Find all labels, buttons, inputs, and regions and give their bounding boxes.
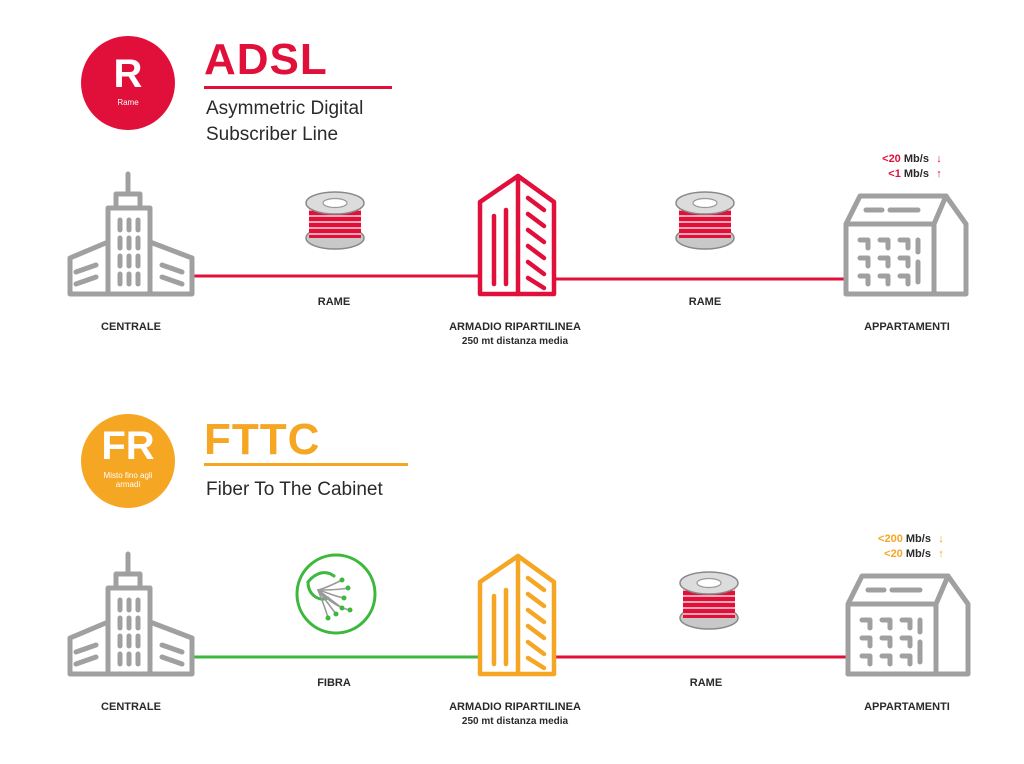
badge-subtitle: Misto fino agli armadi — [103, 471, 153, 489]
cabinet-sublabel: 250 mt distanza media — [461, 716, 569, 727]
link2-label: RAME — [688, 296, 722, 308]
rame-badge: R Rame — [81, 36, 175, 130]
download-value: <20 — [882, 153, 901, 165]
upload-speed: <20 Mb/s ↑ — [832, 547, 948, 562]
copper-spool-icon — [305, 191, 365, 250]
description-line-1: Fiber To The Cabinet — [206, 479, 383, 500]
fttc-description: Fiber To The Cabinet — [206, 477, 383, 503]
adsl-title-rule — [204, 86, 392, 89]
link1-label: RAME — [317, 296, 351, 308]
cabinet-label: ARMADIO RIPARTILINEA — [449, 321, 581, 333]
speed-info: <20 Mb/s ↓ <1 Mb/s ↑ — [840, 152, 946, 182]
apartment-building-icon — [843, 193, 969, 297]
badge-subtitle: Rame — [117, 98, 139, 107]
copper-spool-icon — [679, 571, 739, 630]
upload-unit: Mb/s — [903, 168, 929, 180]
upload-arrow-icon: ↑ — [938, 548, 944, 560]
centrale-label: CENTRALE — [101, 321, 161, 333]
badge-letter: R — [113, 52, 143, 96]
download-speed: <20 Mb/s ↓ — [840, 152, 946, 167]
cabinet-icon — [477, 173, 557, 297]
cabinet-icon — [477, 553, 557, 677]
upload-arrow-icon: ↑ — [936, 168, 942, 180]
centrale-label: CENTRALE — [101, 701, 161, 713]
download-unit: Mb/s — [905, 533, 931, 545]
adsl-description: Asymmetric Digital Subscriber Line — [206, 96, 363, 148]
cabinet-label: ARMADIO RIPARTILINEA — [449, 701, 581, 713]
apartments-label: APPARTAMENTI — [864, 321, 950, 333]
download-speed: <200 Mb/s ↓ — [832, 532, 948, 547]
adsl-title: ADSL — [204, 35, 328, 84]
apartments-label: APPARTAMENTI — [864, 701, 950, 713]
fiber-optic-icon — [295, 553, 377, 635]
upload-unit: Mb/s — [905, 548, 931, 560]
fiber-mixed-badge: FR Misto fino agli armadi — [81, 414, 175, 508]
link2-label: RAME — [689, 677, 723, 689]
badge-letter: FR — [101, 424, 155, 468]
central-office-icon — [67, 171, 195, 297]
description-line-1: Asymmetric Digital — [206, 98, 364, 119]
fttc-title-rule — [204, 463, 408, 466]
upload-value: <1 — [888, 168, 901, 180]
copper-spool-icon — [675, 191, 735, 250]
cabinet-sublabel: 250 mt distanza media — [461, 336, 569, 347]
apartment-building-icon — [845, 573, 971, 677]
speed-info: <200 Mb/s ↓ <20 Mb/s ↑ — [832, 532, 948, 562]
upload-value: <20 — [884, 548, 903, 560]
download-arrow-icon: ↓ — [938, 533, 944, 545]
download-value: <200 — [878, 533, 903, 545]
link1-label: FIBRA — [317, 677, 351, 689]
download-arrow-icon: ↓ — [936, 153, 942, 165]
fttc-title: FTTC — [204, 415, 321, 464]
description-line-2: Subscriber Line — [206, 124, 339, 145]
upload-speed: <1 Mb/s ↑ — [840, 167, 946, 182]
download-unit: Mb/s — [903, 153, 929, 165]
central-office-icon — [67, 551, 195, 677]
